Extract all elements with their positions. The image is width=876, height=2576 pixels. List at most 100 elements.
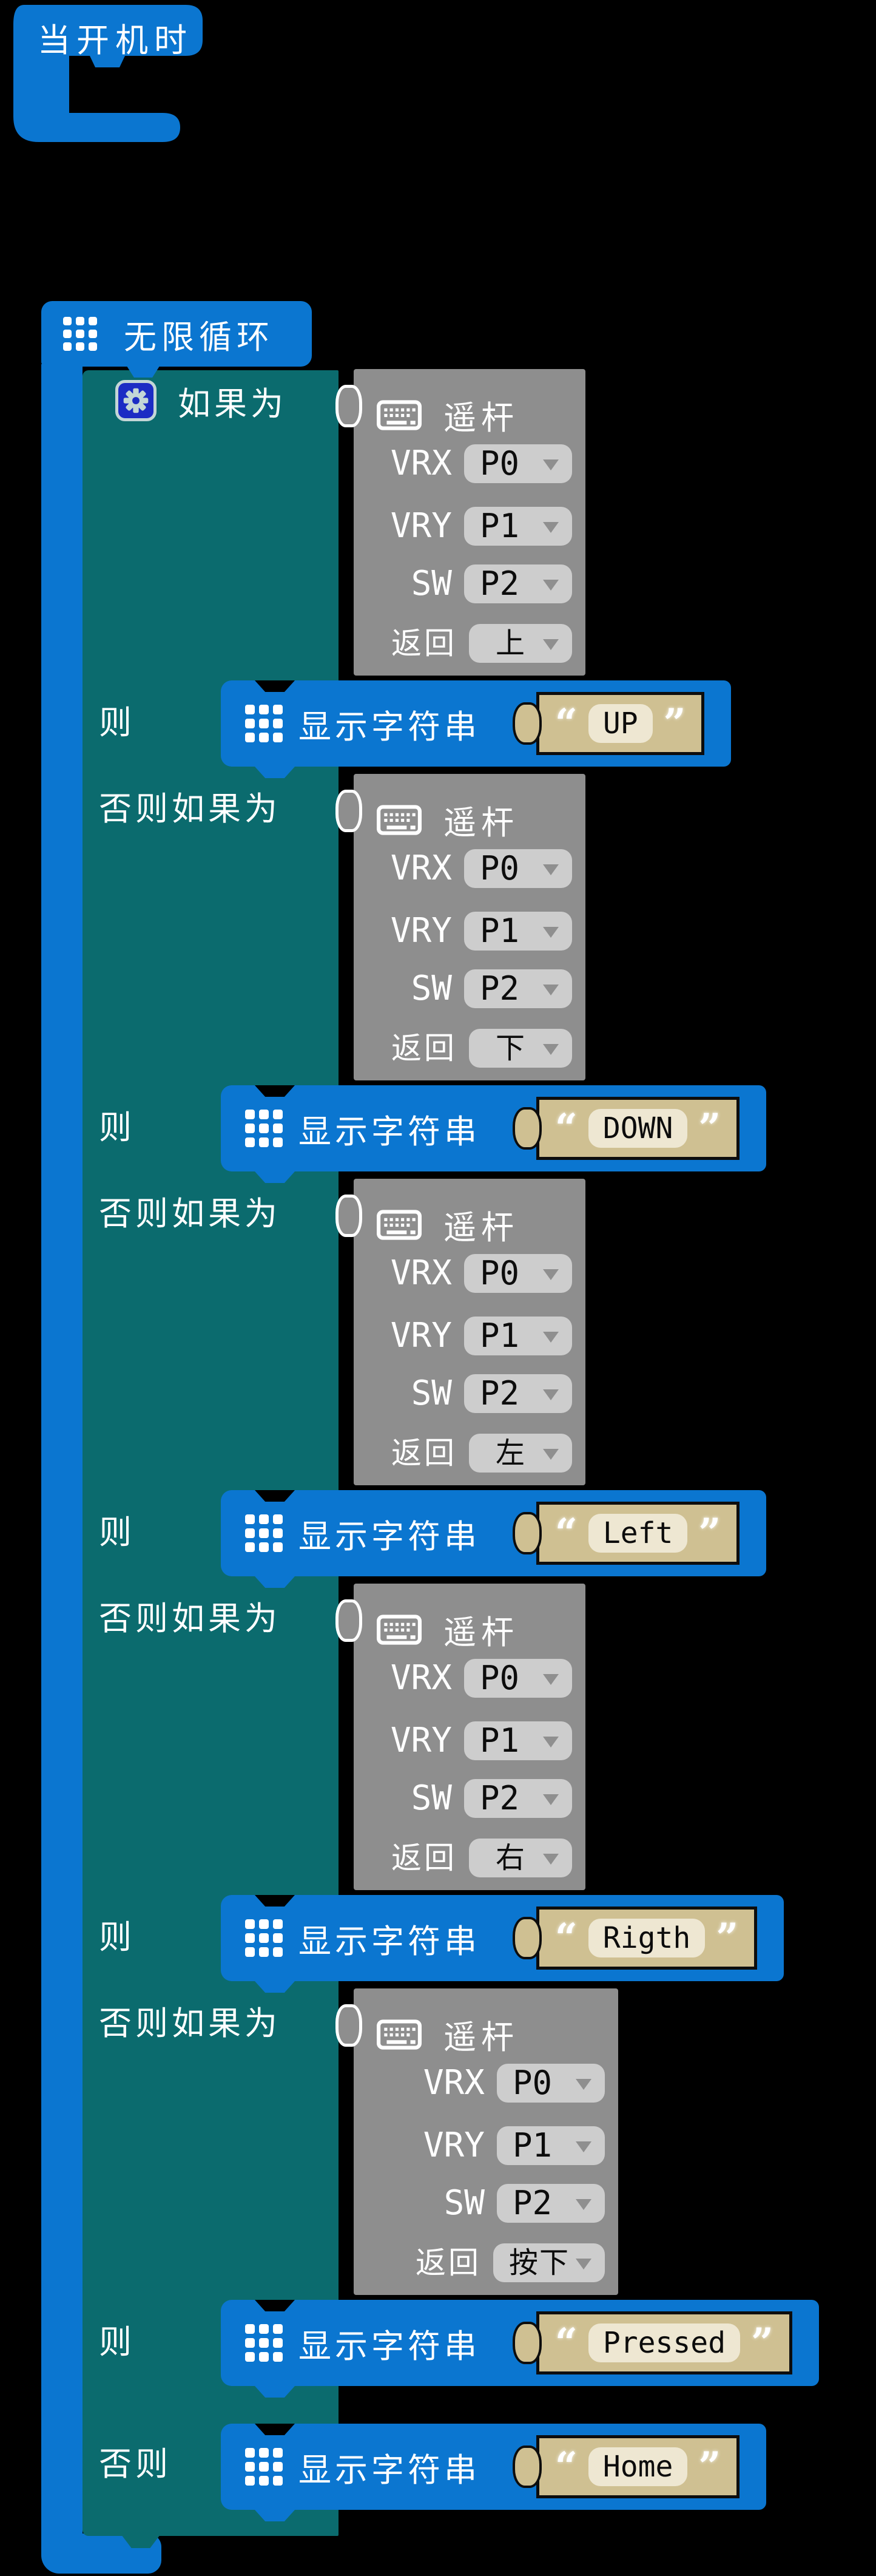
dropdown-field[interactable]: P0: [464, 1254, 572, 1293]
dropdown-field[interactable]: 下: [469, 1029, 572, 1068]
dropdown-field[interactable]: 左: [469, 1434, 572, 1473]
show-string-block[interactable]: 显示字符串 “ Pressed ”: [221, 2300, 819, 2398]
dropdown-field[interactable]: P2: [464, 1374, 572, 1413]
dropdown-field[interactable]: 按下: [493, 2243, 605, 2282]
puzzle-connector-icon: [335, 790, 362, 832]
bottom-tab: [255, 767, 295, 778]
caret-down-icon: [576, 2259, 591, 2269]
joystick-title: 遥杆: [443, 1613, 519, 1652]
string-value-block[interactable]: “ Left ”: [513, 1502, 740, 1565]
puzzle-connector-icon: [513, 702, 542, 745]
dropdown-value: P1: [513, 2126, 553, 2164]
joystick-field-row: VRY P1: [354, 1317, 585, 1355]
then-keyword: 则: [99, 2323, 135, 2361]
string-value-block[interactable]: “ Rigth ”: [513, 1907, 758, 1970]
close-quote-icon: ”: [751, 2320, 773, 2365]
dropdown-field[interactable]: P1: [464, 1721, 572, 1760]
joystick-field-row: VRY P1: [354, 2126, 618, 2165]
caret-down-icon: [543, 1044, 559, 1055]
field-label: VRX: [390, 1658, 452, 1698]
dropdown-field[interactable]: P0: [464, 1659, 572, 1698]
joystick-field-row: SW P2: [354, 1374, 585, 1413]
show-string-block[interactable]: 显示字符串 “ Left ”: [221, 1490, 767, 1588]
show-string-block[interactable]: 显示字符串 “ Home ”: [221, 2424, 767, 2521]
dropdown-field[interactable]: P1: [497, 2126, 605, 2165]
string-input[interactable]: DOWN: [588, 1109, 688, 1148]
string-value-block[interactable]: “ UP ”: [513, 692, 705, 755]
caret-down-icon: [543, 580, 559, 591]
show-string-block[interactable]: 显示字符串 “ Rigth ”: [221, 1895, 784, 1993]
grid-icon: [245, 1919, 283, 1957]
dropdown-field[interactable]: 右: [469, 1839, 572, 1877]
dropdown-field[interactable]: P2: [464, 969, 572, 1008]
joystick-field-row: VRX P0: [354, 2064, 618, 2103]
dropdown-field[interactable]: P1: [464, 507, 572, 546]
top-notch: [255, 1490, 295, 1502]
show-string-block[interactable]: 显示字符串 “ DOWN ”: [221, 1085, 767, 1183]
field-label: VRX: [390, 444, 452, 483]
joystick-block[interactable]: 遥杆 VRX P0 VRY P1 SW P2 返回 上: [335, 369, 585, 676]
gear-icon[interactable]: [115, 380, 157, 421]
caret-down-icon: [543, 927, 559, 938]
dropdown-field[interactable]: P0: [497, 2064, 605, 2103]
joystick-block[interactable]: 遥杆 VRX P0 VRY P1 SW P2 返回 下: [335, 774, 585, 1080]
joystick-field-row: VRY P1: [354, 1721, 585, 1760]
dropdown-field[interactable]: P0: [464, 849, 572, 888]
dropdown-field[interactable]: P2: [464, 1779, 572, 1818]
string-input[interactable]: Pressed: [588, 2323, 741, 2362]
string-value-block[interactable]: “ DOWN ”: [513, 1097, 740, 1160]
dropdown-field[interactable]: P0: [464, 444, 572, 483]
else-keyword: 否则: [99, 2445, 172, 2483]
show-string-block[interactable]: 显示字符串 “ UP ”: [221, 680, 732, 778]
caret-down-icon: [576, 2199, 591, 2210]
dropdown-value: P1: [480, 912, 520, 950]
dropdown-value: P0: [480, 849, 520, 887]
bottom-tab: [255, 1576, 295, 1588]
caret-down-icon: [543, 522, 559, 533]
string-value-block[interactable]: “ Pressed ”: [513, 2311, 792, 2374]
string-input[interactable]: Rigth: [588, 1919, 706, 1957]
condition-keyword: 如果为: [178, 385, 287, 423]
caret-down-icon: [543, 864, 559, 875]
field-label: SW: [411, 1374, 452, 1413]
grid-icon: [245, 1110, 283, 1147]
string-value-block[interactable]: “ Home ”: [513, 2435, 740, 2498]
string-input[interactable]: UP: [588, 704, 653, 743]
forever-block-arm: [41, 364, 83, 2538]
condition-keyword: 否则如果为: [99, 2004, 281, 2042]
keyboard-icon: [377, 399, 422, 430]
then-keyword: 则: [99, 703, 135, 742]
joystick-field-row: VRX P0: [354, 444, 585, 483]
on-start-block[interactable]: 当开机时: [0, 0, 218, 158]
close-quote-icon: ”: [698, 1105, 721, 1151]
joystick-field-row: VRY P1: [354, 507, 585, 546]
puzzle-connector-icon: [335, 385, 362, 427]
gear-glyph: [123, 388, 149, 413]
dropdown-field[interactable]: 上: [469, 624, 572, 663]
forever-block[interactable]: 无限循环: [41, 301, 312, 367]
string-input[interactable]: Home: [588, 2447, 688, 2486]
joystick-block[interactable]: 遥杆 VRX P0 VRY P1 SW P2 返回 按下: [335, 1988, 618, 2295]
field-label: VRY: [390, 911, 452, 951]
dropdown-field[interactable]: P1: [464, 912, 572, 951]
dropdown-field[interactable]: P1: [464, 1317, 572, 1355]
field-label: 返回: [415, 2245, 481, 2280]
caret-down-icon: [543, 1674, 559, 1685]
caret-down-icon: [543, 459, 559, 470]
joystick-field-row: VRY P1: [354, 912, 585, 951]
joystick-field-row: SW P2: [354, 2184, 618, 2223]
field-label: 返回: [391, 626, 457, 661]
keyboard-icon: [377, 1209, 422, 1240]
joystick-field-row: 返回 上: [354, 624, 585, 663]
keyboard-icon: [377, 804, 422, 835]
dropdown-field[interactable]: P2: [464, 564, 572, 603]
string-input[interactable]: Left: [588, 1514, 688, 1553]
joystick-block[interactable]: 遥杆 VRX P0 VRY P1 SW P2 返回 左: [335, 1179, 585, 1485]
open-quote-icon: “: [555, 1915, 578, 1961]
joystick-block[interactable]: 遥杆 VRX P0 VRY P1 SW P2 返回 右: [335, 1584, 585, 1890]
bottom-tab: [255, 2386, 295, 2398]
field-label: 返回: [391, 1840, 457, 1876]
grid-icon: [245, 2324, 283, 2362]
dropdown-field[interactable]: P2: [497, 2184, 605, 2223]
